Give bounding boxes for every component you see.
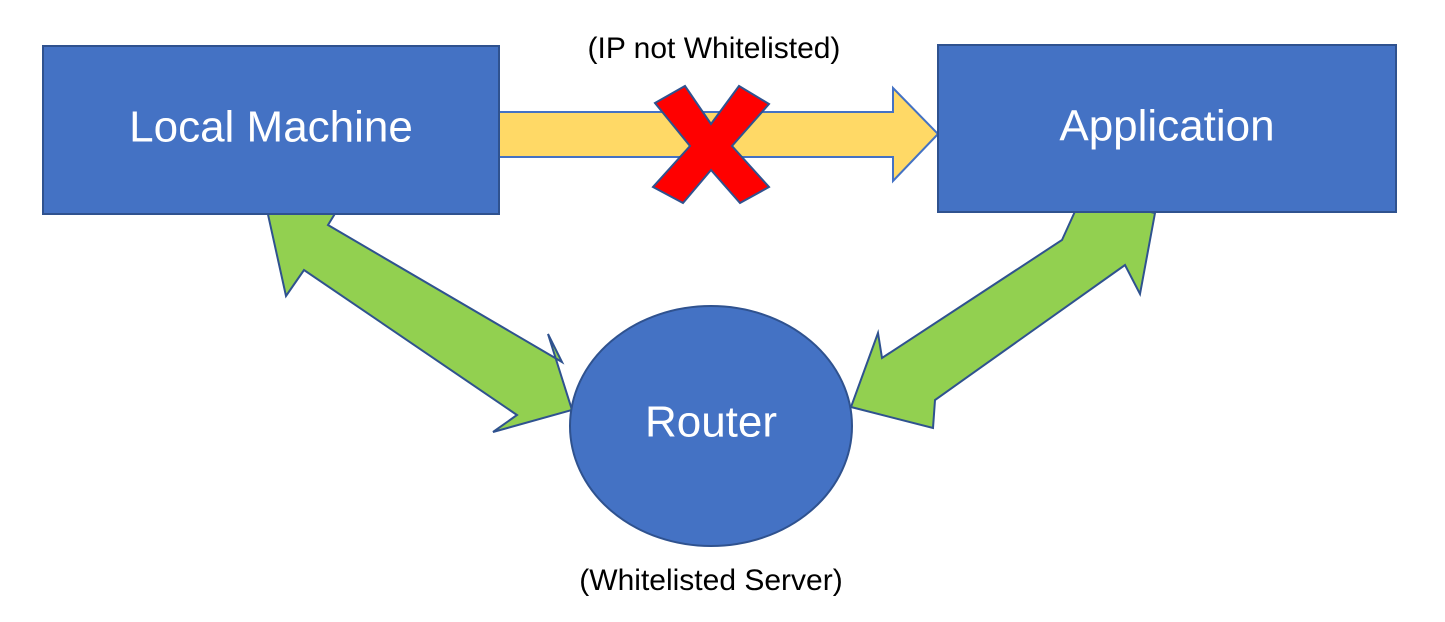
application-node — [937, 44, 1397, 213]
local-machine-label: Local Machine — [129, 103, 413, 152]
local-machine-node — [42, 45, 500, 215]
router-caption: (Whitelisted Server) — [579, 564, 842, 597]
router-label: Router — [645, 398, 777, 447]
allowed-arrow-local-router — [265, 197, 574, 433]
allowed-arrow-router-app — [849, 194, 1157, 430]
blocked-caption: (IP not Whitelisted) — [588, 32, 841, 65]
router-node — [569, 305, 853, 547]
blocked-cross-icon — [651, 84, 771, 205]
application-label: Application — [1059, 102, 1274, 151]
